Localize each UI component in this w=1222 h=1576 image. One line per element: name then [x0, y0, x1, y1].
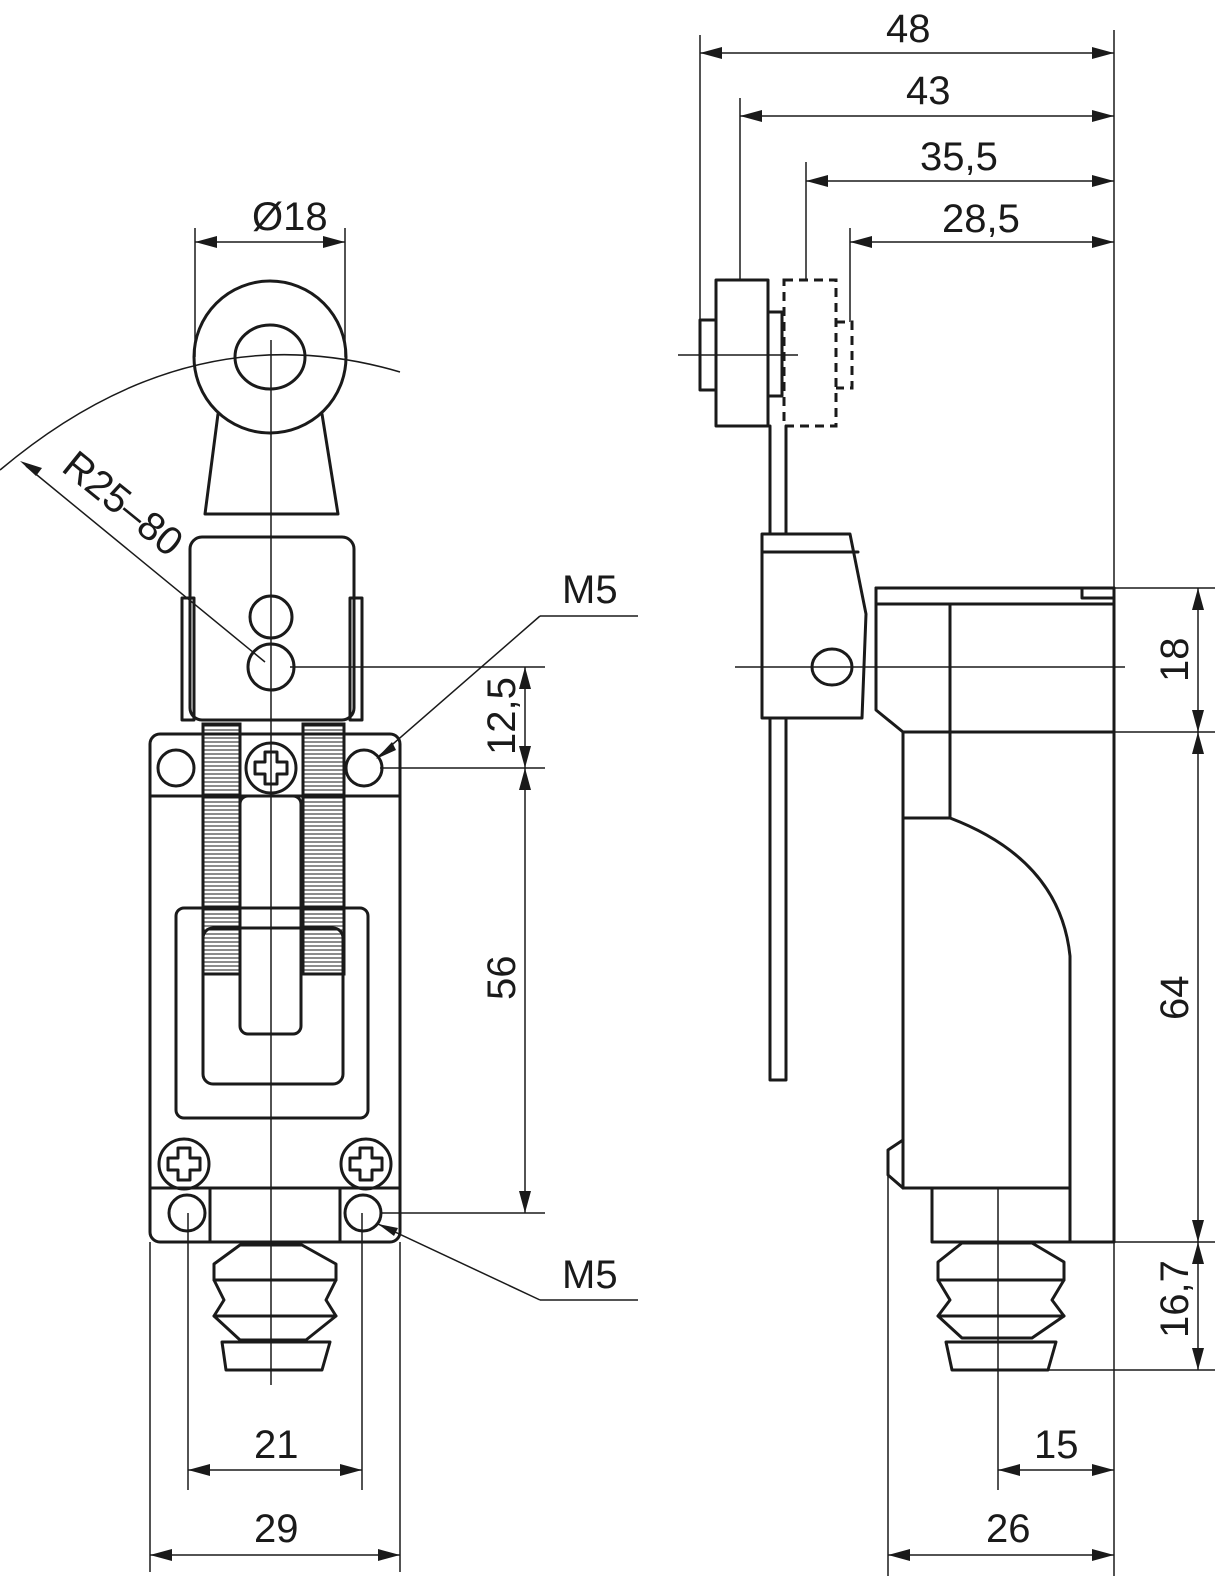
dim-roller-diameter: Ø18 — [252, 195, 328, 239]
front-hole-top-left — [156, 748, 196, 788]
front-window-inner — [201, 926, 345, 1086]
front-grip-right — [301, 722, 346, 976]
dim-16-7: 16,7 — [1153, 1260, 1197, 1338]
side-lever-rod — [768, 424, 788, 536]
dim-18: 18 — [1153, 638, 1197, 683]
front-cross-screw-left — [157, 1137, 211, 1191]
dim-width-inner: 21 — [254, 1423, 299, 1467]
dim-28-5: 28,5 — [942, 197, 1020, 241]
side-view: 48 43 35,5 28,5 18 64 16,7 15 26 — [678, 7, 1215, 1576]
side-roller-alt-position — [782, 278, 838, 428]
side-cable-gland — [936, 1241, 1066, 1372]
front-lever-head — [188, 535, 356, 722]
radius-arc — [0, 353, 401, 471]
front-view: Ø18 R25–80 M5 M5 12,5 56 21 29 — [0, 195, 638, 1572]
dim-thread-top: M5 — [562, 568, 618, 612]
front-hole-bottom-right — [343, 1193, 383, 1233]
front-window-outer — [174, 906, 370, 1120]
dim-height-main: 56 — [480, 956, 524, 1001]
front-cross-screw-top — [244, 741, 298, 795]
front-grip-left — [201, 722, 242, 976]
front-body — [148, 732, 402, 1244]
dim-64: 64 — [1153, 976, 1197, 1021]
front-cross-screw-right — [339, 1137, 393, 1191]
front-plunger-slot — [238, 794, 303, 1036]
dim-width-outer: 29 — [254, 1507, 299, 1551]
side-body — [874, 586, 1116, 1244]
front-hole-bottom-left — [167, 1193, 207, 1233]
front-roller-hub — [233, 323, 307, 391]
dim-15: 15 — [1034, 1423, 1079, 1467]
side-roller — [714, 278, 770, 428]
dim-26: 26 — [986, 1507, 1031, 1551]
side-lever-head — [760, 532, 868, 720]
dim-43: 43 — [906, 69, 951, 113]
dim-48: 48 — [886, 7, 931, 51]
front-hole-top-right — [344, 748, 384, 788]
dim-35-5: 35,5 — [920, 135, 998, 179]
dim-height-upper: 12,5 — [480, 677, 524, 755]
front-roller — [192, 279, 348, 435]
front-cable-gland — [212, 1243, 338, 1372]
dim-thread-bottom: M5 — [562, 1253, 618, 1297]
dim-radius: R25–80 — [54, 443, 191, 565]
